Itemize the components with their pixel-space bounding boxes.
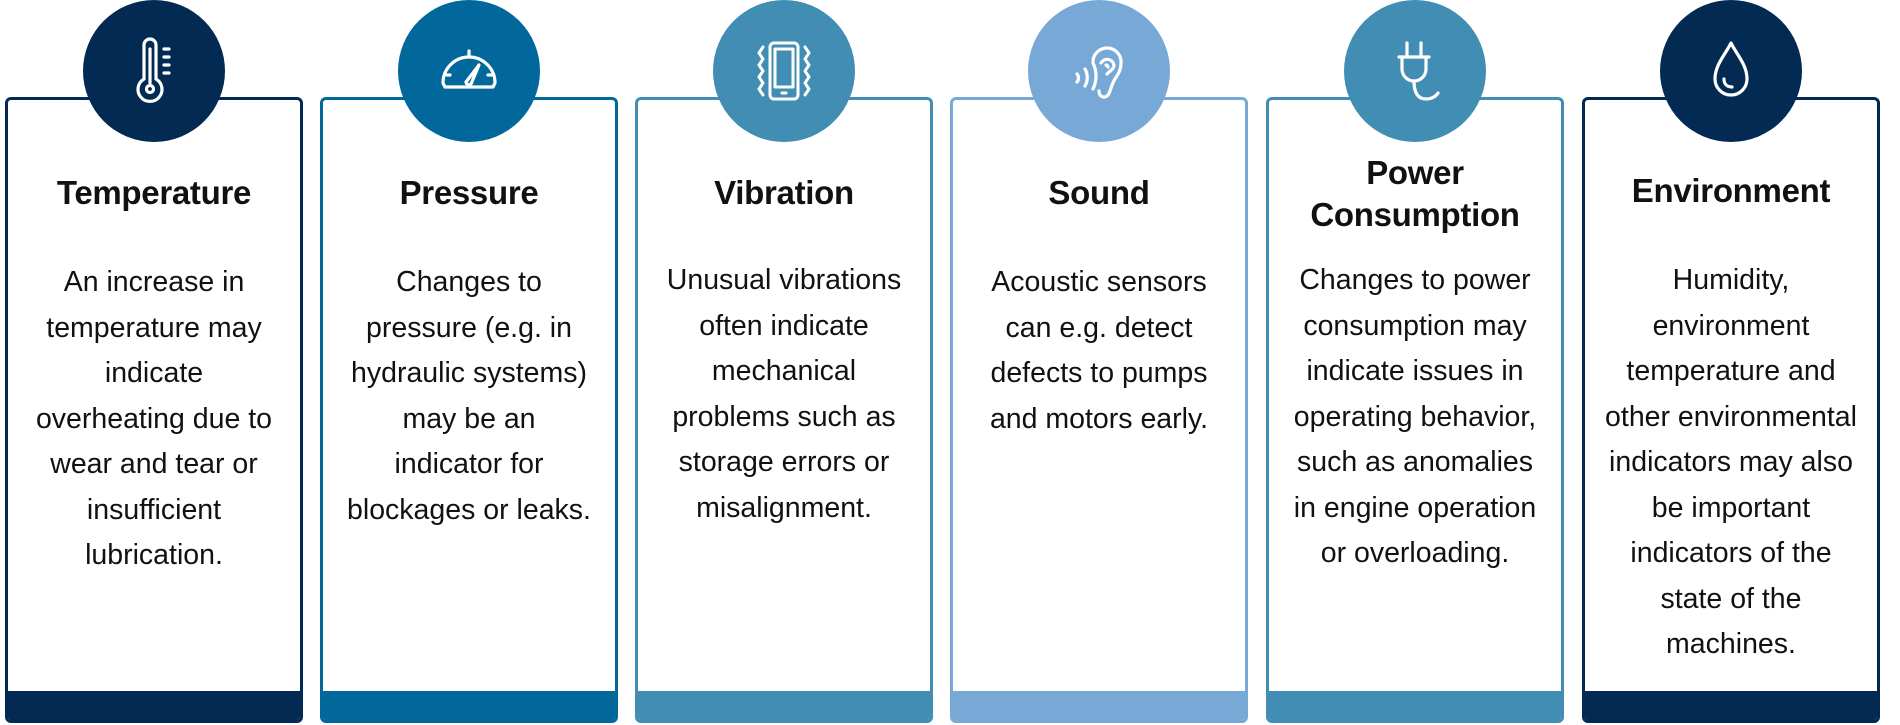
water-drop-icon <box>1713 41 1749 97</box>
card-title: Environment <box>1631 172 1831 209</box>
card-pressure: Pressure Changes to pressure (e.g. in hy… <box>320 97 618 723</box>
card-power-consumption: Power Consumption Changes to power consu… <box>1266 97 1564 723</box>
icon-badge-vibration <box>713 0 855 142</box>
card-description: Unusual vibrations often indicate mechan… <box>666 264 902 524</box>
vibrating-phone-icon <box>757 41 811 101</box>
ear-sound-icon <box>1075 46 1123 99</box>
card-title: Power Consumption <box>1310 154 1520 233</box>
icon-badge-temperature <box>83 0 225 142</box>
card-title: Sound <box>1048 174 1150 211</box>
card-footer-bar <box>8 691 300 720</box>
card-description: Changes to power consumption may indicat… <box>1293 264 1537 569</box>
card-sound: Sound Acoustic sensors can e.g. detect d… <box>950 97 1248 723</box>
icon-badge-environment <box>1660 0 1802 142</box>
card-vibration: Vibration Unusual vibrations often indic… <box>635 97 933 723</box>
card-title: Temperature <box>56 174 252 211</box>
icon-badge-power <box>1344 0 1486 142</box>
icon-badge-sound <box>1028 0 1170 142</box>
card-title: Pressure <box>399 174 539 211</box>
card-description: Changes to pressure (e.g. in hydraulic s… <box>347 266 591 526</box>
gauge-icon <box>441 49 497 89</box>
card-description: Humidity, environment temperature and ot… <box>1605 264 1857 660</box>
thermometer-icon <box>136 37 171 103</box>
card-environment: Environment Humidity, environment temper… <box>1582 97 1880 723</box>
card-footer-bar <box>953 691 1245 720</box>
card-temperature: Temperature An increase in temperature m… <box>5 97 303 723</box>
card-footer-bar <box>638 691 930 720</box>
card-footer-bar <box>323 691 615 720</box>
power-plug-icon <box>1397 41 1440 101</box>
card-footer-bar <box>1585 691 1877 720</box>
icon-badge-pressure <box>398 0 540 142</box>
card-description: Acoustic sensors can e.g. detect defects… <box>989 266 1209 435</box>
card-description: An increase in temperature may indicate … <box>35 266 273 571</box>
card-footer-bar <box>1269 691 1561 720</box>
card-title: Vibration <box>714 174 854 211</box>
